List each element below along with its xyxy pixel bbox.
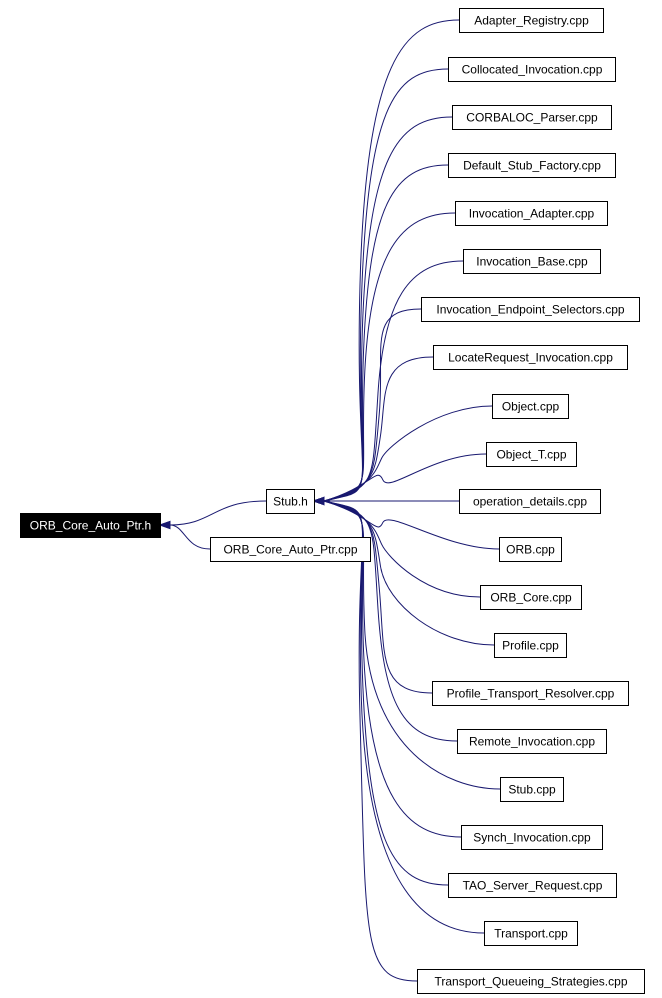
node-box: [433, 345, 628, 370]
node-object-t[interactable]: Object_T.cpp: [486, 442, 577, 467]
node-box: [20, 513, 161, 538]
graph-edges: [158, 19, 501, 982]
node-box: [421, 297, 640, 322]
node-profile-transport-resolver[interactable]: Profile_Transport_Resolver.cpp: [432, 681, 629, 706]
node-box: [457, 729, 607, 754]
node-box: [448, 153, 616, 178]
edge-orb_core_auto_ptr_cpp-to-orb_core_auto_ptr_h: [169, 524, 211, 550]
edge-collocated_invocation-to-stub_h: [323, 68, 449, 502]
node-object[interactable]: Object.cpp: [492, 394, 569, 419]
node-box: [459, 8, 604, 33]
node-orb-core[interactable]: ORB_Core.cpp: [480, 585, 582, 610]
node-box: [461, 825, 603, 850]
edge-object_t-to-stub_h: [323, 453, 487, 502]
node-label: ORB.cpp: [506, 543, 555, 557]
node-box: [432, 681, 629, 706]
node-box: [266, 489, 315, 514]
node-label: operation_details.cpp: [473, 495, 587, 509]
node-profile[interactable]: Profile.cpp: [494, 633, 567, 658]
node-label: Remote_Invocation.cpp: [469, 735, 595, 749]
node-label: ORB_Core_Auto_Ptr.h: [30, 519, 151, 533]
node-box: [484, 921, 578, 946]
node-label: Synch_Invocation.cpp: [473, 831, 591, 845]
node-box: [463, 249, 601, 274]
node-label: Stub.h: [273, 495, 308, 509]
node-box: [486, 442, 577, 467]
node-adapter-registry[interactable]: Adapter_Registry.cpp: [459, 8, 604, 33]
edge-transport_queueing_strategies-to-stub_h: [323, 500, 418, 982]
edge-stub_h-to-orb_core_auto_ptr_h: [169, 500, 267, 526]
node-label: ORB_Core_Auto_Ptr.cpp: [223, 543, 357, 557]
node-orb-core-auto-ptr-cpp[interactable]: ORB_Core_Auto_Ptr.cpp: [210, 537, 371, 562]
node-box: [499, 537, 562, 562]
node-default-stub-factory[interactable]: Default_Stub_Factory.cpp: [448, 153, 616, 178]
node-box: [459, 489, 601, 514]
node-label: Collocated_Invocation.cpp: [462, 63, 603, 77]
edge-object-to-stub_h: [323, 405, 493, 502]
edge-transport-to-stub_h: [323, 500, 485, 934]
node-label: Invocation_Endpoint_Selectors.cpp: [436, 303, 624, 317]
node-tao-server-request[interactable]: TAO_Server_Request.cpp: [448, 873, 617, 898]
node-box: [480, 585, 582, 610]
node-box: [452, 105, 612, 130]
node-orb-core-auto-ptr-h[interactable]: ORB_Core_Auto_Ptr.h: [20, 513, 161, 538]
node-label: Default_Stub_Factory.cpp: [463, 159, 601, 173]
node-box: [417, 969, 645, 994]
node-label: Object.cpp: [502, 400, 560, 414]
node-remote-invocation[interactable]: Remote_Invocation.cpp: [457, 729, 607, 754]
edge-adapter_registry-to-stub_h: [323, 19, 460, 502]
node-operation-details[interactable]: operation_details.cpp: [459, 489, 601, 514]
node-transport[interactable]: Transport.cpp: [484, 921, 578, 946]
node-label: Object_T.cpp: [496, 448, 566, 462]
edge-profile_transport_resolver-to-stub_h: [323, 500, 433, 694]
node-label: Profile.cpp: [502, 639, 559, 653]
node-invocation-endpoint-selectors[interactable]: Invocation_Endpoint_Selectors.cpp: [421, 297, 640, 322]
arrowhead-orb_core_auto_ptr_cpp-to-orb_core_auto_ptr_h: [158, 520, 171, 530]
node-invocation-base[interactable]: Invocation_Base.cpp: [463, 249, 601, 274]
node-box: [494, 633, 567, 658]
node-label: Transport_Queueing_Strategies.cpp: [434, 975, 627, 989]
node-collocated-invocation[interactable]: Collocated_Invocation.cpp: [448, 57, 616, 82]
graph-nodes: ORB_Core_Auto_Ptr.h Stub.hORB_Core_Auto_P…: [20, 8, 645, 994]
node-stub-cpp[interactable]: Stub.cpp: [500, 777, 564, 802]
node-label: Adapter_Registry.cpp: [474, 14, 589, 28]
node-label: Invocation_Adapter.cpp: [469, 207, 595, 221]
node-orb[interactable]: ORB.cpp: [499, 537, 562, 562]
node-label: Stub.cpp: [508, 783, 556, 797]
node-corbaloc-parser[interactable]: CORBALOC_Parser.cpp: [452, 105, 612, 130]
node-label: Profile_Transport_Resolver.cpp: [447, 687, 615, 701]
node-box: [492, 394, 569, 419]
node-label: LocateRequest_Invocation.cpp: [448, 351, 613, 365]
node-box: [455, 201, 608, 226]
node-transport-queueing-strategies[interactable]: Transport_Queueing_Strategies.cpp: [417, 969, 645, 994]
node-label: Transport.cpp: [494, 927, 568, 941]
arrowhead-transport_queueing_strategies-to-stub_h: [312, 496, 325, 506]
node-label: ORB_Core.cpp: [490, 591, 572, 605]
node-box: [448, 57, 616, 82]
node-box: [500, 777, 564, 802]
node-box: [448, 873, 617, 898]
node-label: CORBALOC_Parser.cpp: [466, 111, 598, 125]
node-stub-h[interactable]: Stub.h: [266, 489, 315, 514]
node-invocation-adapter[interactable]: Invocation_Adapter.cpp: [455, 201, 608, 226]
node-label: Invocation_Base.cpp: [476, 255, 588, 269]
node-label: TAO_Server_Request.cpp: [463, 879, 603, 893]
node-locaterequest-invocation[interactable]: LocateRequest_Invocation.cpp: [433, 345, 628, 370]
node-synch-invocation[interactable]: Synch_Invocation.cpp: [461, 825, 603, 850]
edge-tao_server_request-to-stub_h: [323, 500, 449, 886]
node-box: [210, 537, 371, 562]
